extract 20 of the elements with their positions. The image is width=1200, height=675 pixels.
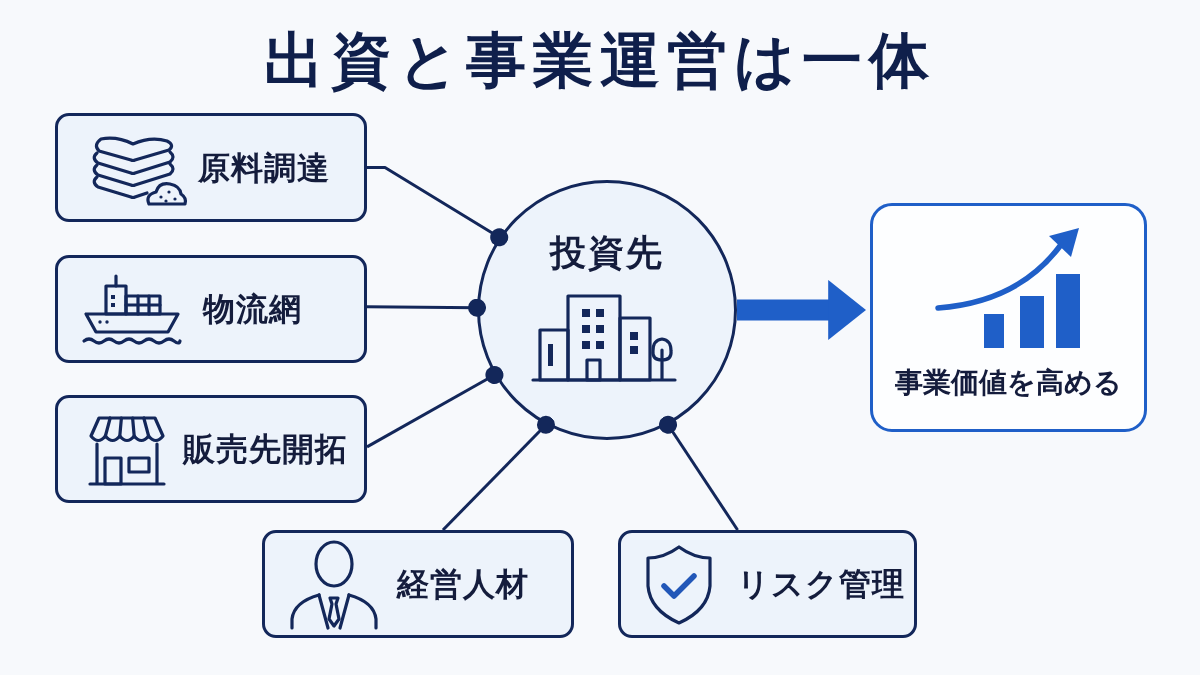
process-box xyxy=(262,530,574,638)
process-box xyxy=(55,113,367,222)
node-label: 経営人材 xyxy=(397,564,529,604)
node-label: 販売先開拓 xyxy=(183,429,348,469)
connector-line xyxy=(366,366,504,449)
node-label: 物流網 xyxy=(203,289,302,329)
diagram-title: 出資と事業運営は一体 xyxy=(264,26,936,95)
node-label: 事業価値を高める xyxy=(895,366,1122,400)
node-label: 投資先 xyxy=(550,231,664,275)
connector-line xyxy=(441,415,555,532)
connector-line xyxy=(367,166,509,247)
connector-line xyxy=(659,415,739,531)
process-box xyxy=(55,255,367,363)
connector-line xyxy=(367,298,486,317)
arrow xyxy=(737,279,866,340)
result-box xyxy=(870,203,1147,432)
node-label: リスク管理 xyxy=(737,564,905,604)
process-box xyxy=(618,530,917,638)
process-box xyxy=(55,395,367,503)
node-label: 原料調達 xyxy=(198,148,330,187)
